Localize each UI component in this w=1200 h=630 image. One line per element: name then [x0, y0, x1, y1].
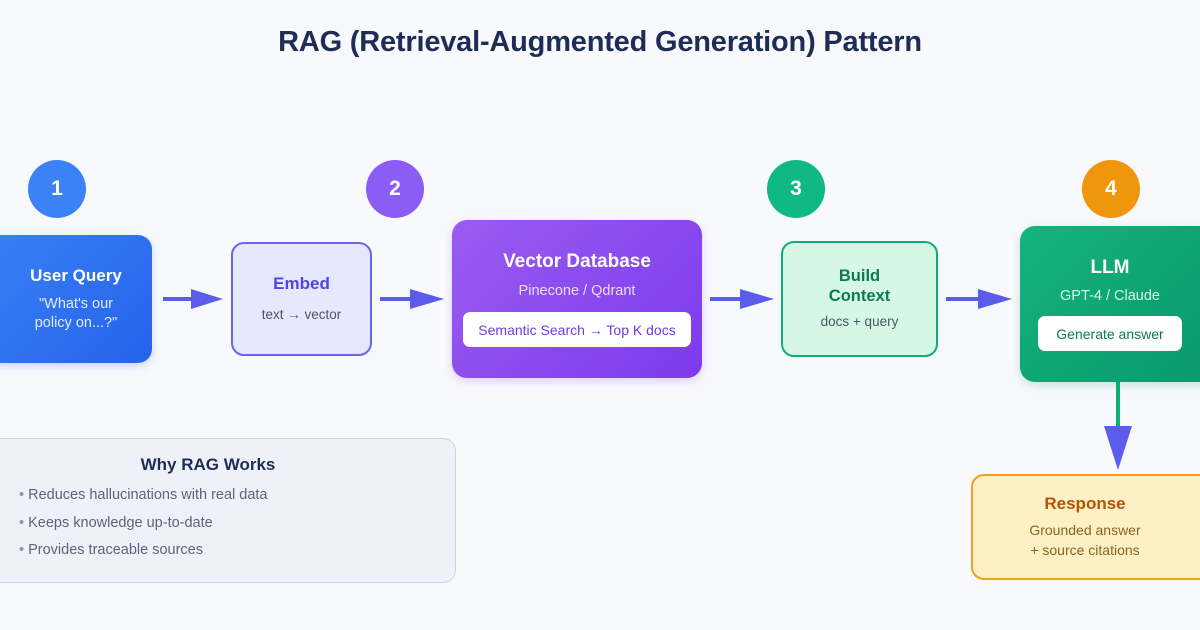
node-embed-subtitle: text → vector: [261, 307, 342, 323]
node-response-title: Response: [1044, 493, 1126, 513]
arrow-llm-to-response: [1096, 382, 1140, 474]
node-user-query[interactable]: User Query "What's our policy on...?": [0, 235, 152, 363]
node-build-context[interactable]: Build Context docs + query: [781, 241, 938, 357]
node-vector-database-pill: Semantic Search → Top K docs: [463, 312, 691, 348]
step-badge-3: 3: [767, 160, 825, 218]
info-card-title: Why RAG Works: [140, 455, 276, 474]
node-vector-database-subtitle: Pinecone / Qdrant: [518, 283, 636, 300]
info-card-bullet: Reduces hallucinations with real data: [19, 488, 431, 503]
node-build-context-title: Build Context: [828, 267, 891, 305]
step-badge-2: 2: [366, 160, 424, 218]
info-card-why-rag-works: Why RAG Works Reduces hallucinations wit…: [0, 438, 456, 583]
node-llm-pill: Generate answer: [1038, 316, 1182, 352]
arrow-vectordb-to-buildcontext: [710, 286, 776, 312]
node-vector-database-title: Vector Database: [503, 250, 651, 272]
node-user-query-title: User Query: [30, 265, 122, 285]
info-card-bullet-list: Reduces hallucinations with real data Ke…: [19, 488, 431, 558]
info-card-bullet: Provides traceable sources: [19, 543, 431, 558]
step-badge-1: 1: [28, 160, 86, 218]
node-embed-title: Embed: [273, 274, 330, 294]
info-card-bullet: Keeps knowledge up-to-date: [19, 515, 431, 531]
node-embed[interactable]: Embed text → vector: [231, 242, 372, 356]
node-llm-subtitle: GPT-4 / Claude: [1060, 288, 1160, 305]
step-badge-4: 4: [1082, 160, 1140, 218]
node-llm-title: LLM: [1090, 256, 1130, 278]
arrow-buildcontext-to-llm: [946, 286, 1014, 312]
node-build-context-subtitle: docs + query: [820, 314, 899, 330]
arrow-embed-to-vectordb: [380, 286, 446, 312]
node-user-query-subtitle: "What's our policy on...?": [34, 295, 118, 331]
node-response[interactable]: Response Grounded answer + source citati…: [971, 474, 1200, 580]
arrow-query-to-embed: [163, 286, 225, 312]
node-response-subtitle: Grounded answer + source citations: [1029, 521, 1141, 558]
node-llm[interactable]: LLM GPT-4 / Claude Generate answer: [1020, 226, 1200, 382]
page-title: RAG (Retrieval-Augmented Generation) Pat…: [278, 26, 922, 58]
node-vector-database[interactable]: Vector Database Pinecone / Qdrant Semant…: [452, 220, 702, 378]
